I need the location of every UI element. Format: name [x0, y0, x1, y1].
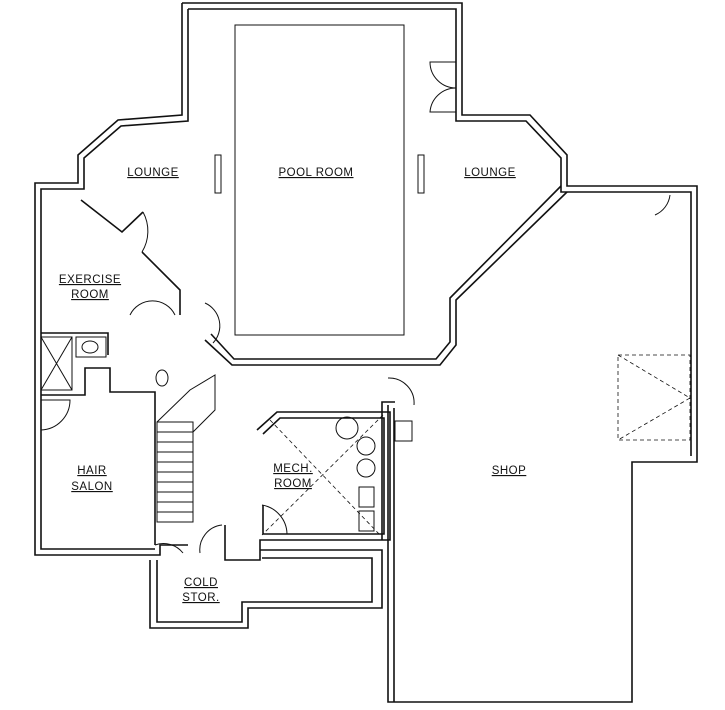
door-swing: [154, 504, 288, 554]
equipment: [358, 510, 375, 532]
door-swing: [387, 194, 671, 406]
door-swing: [40, 399, 71, 431]
door-swing: [129, 300, 221, 344]
bath-wall: [41, 332, 109, 355]
pool-room-wall: [204, 191, 568, 366]
room-label-pool-room: POOL ROOM: [279, 167, 354, 179]
stairs: [156, 374, 216, 523]
room-label-exercise-1: EXERCISE: [59, 274, 121, 286]
cold-storage-wall: [149, 549, 383, 629]
water-heater: [335, 416, 359, 440]
room-label-shop: SHOP: [492, 465, 527, 477]
exterior-wall-left-outer: [34, 3, 188, 556]
door-swing: [141, 211, 149, 253]
cold-storage-wall-inner: [156, 557, 373, 623]
room-label-hair-1: HAIR: [77, 465, 106, 477]
garage-door: [617, 354, 691, 441]
exterior-wall-outer: [182, 2, 698, 703]
toilet: [155, 369, 169, 387]
exterior-wall-inner: [188, 8, 692, 456]
room-label-cold-1: COLD: [184, 577, 218, 589]
mech-room-wall: [224, 411, 391, 561]
panel: [394, 420, 413, 442]
french-door: [429, 61, 457, 113]
cue-rack-left: [214, 154, 222, 194]
tank: [356, 436, 376, 456]
exercise-wall: [80, 199, 144, 234]
exterior-wall-left-inner: [40, 9, 189, 550]
mech-diagonal: [261, 414, 384, 536]
room-label-exercise-2: ROOM: [71, 289, 109, 301]
pool-table: [234, 24, 405, 336]
room-label-lounge-right: LOUNGE: [464, 167, 516, 179]
cue-rack-right: [417, 154, 425, 194]
room-label-mech-2: ROOM: [274, 478, 312, 490]
pool-room-wall-inner: [210, 185, 562, 360]
room-label-cold-2: STOR.: [182, 592, 219, 604]
equipment: [358, 486, 375, 508]
room-label-hair-2: SALON: [71, 481, 113, 493]
tank: [356, 458, 376, 478]
room-label-mech-1: MECH.: [273, 463, 313, 475]
hall-wall: [41, 367, 156, 545]
mech-room-wall-inner: [262, 417, 385, 535]
exercise-wall-2: [141, 251, 181, 315]
shower: [40, 336, 73, 391]
sink-basin: [81, 340, 99, 354]
shop-wall: [381, 401, 395, 540]
room-label-lounge-left: LOUNGE: [127, 167, 179, 179]
sink: [75, 336, 107, 358]
